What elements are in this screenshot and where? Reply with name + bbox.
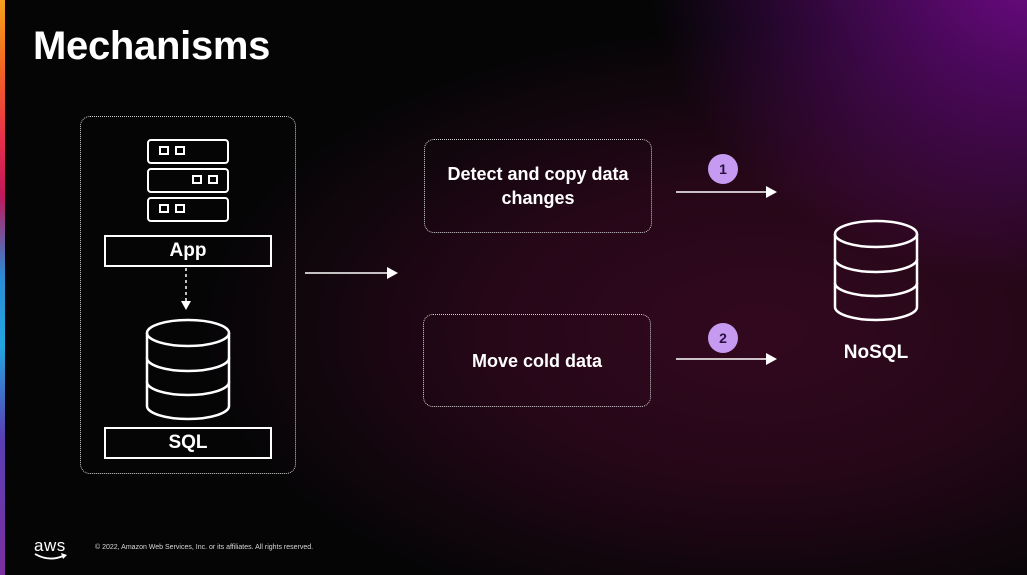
aws-logo: aws [34, 536, 66, 555]
copyright-text: © 2022, Amazon Web Services, Inc. or its… [95, 544, 314, 551]
nosql-label: NoSQL [843, 342, 909, 363]
app-label: App [104, 235, 272, 267]
move-cold-data-label: Move cold data [471, 350, 603, 371]
step-badge-2: 2 [708, 323, 738, 353]
app-group-container [80, 116, 296, 474]
arrow-step-1 [676, 186, 777, 198]
database-icon [833, 219, 919, 322]
detect-changes-label: Detect and copy data changes [447, 164, 629, 208]
detect-changes-box: Detect and copy data changes [424, 139, 652, 233]
accent-edge-bar [0, 0, 5, 575]
main-arrow-right [305, 267, 398, 279]
slide-title: Mechanisms [33, 24, 271, 68]
move-cold-data-box: Move cold data [423, 314, 651, 407]
aws-smile-icon [34, 553, 67, 560]
database-icon [145, 318, 231, 421]
step-badge-1: 1 [708, 154, 738, 184]
arrow-step-2 [676, 353, 777, 365]
sql-label: SQL [104, 427, 272, 459]
dotted-arrow-down [181, 268, 191, 310]
server-stack-icon [147, 139, 229, 222]
